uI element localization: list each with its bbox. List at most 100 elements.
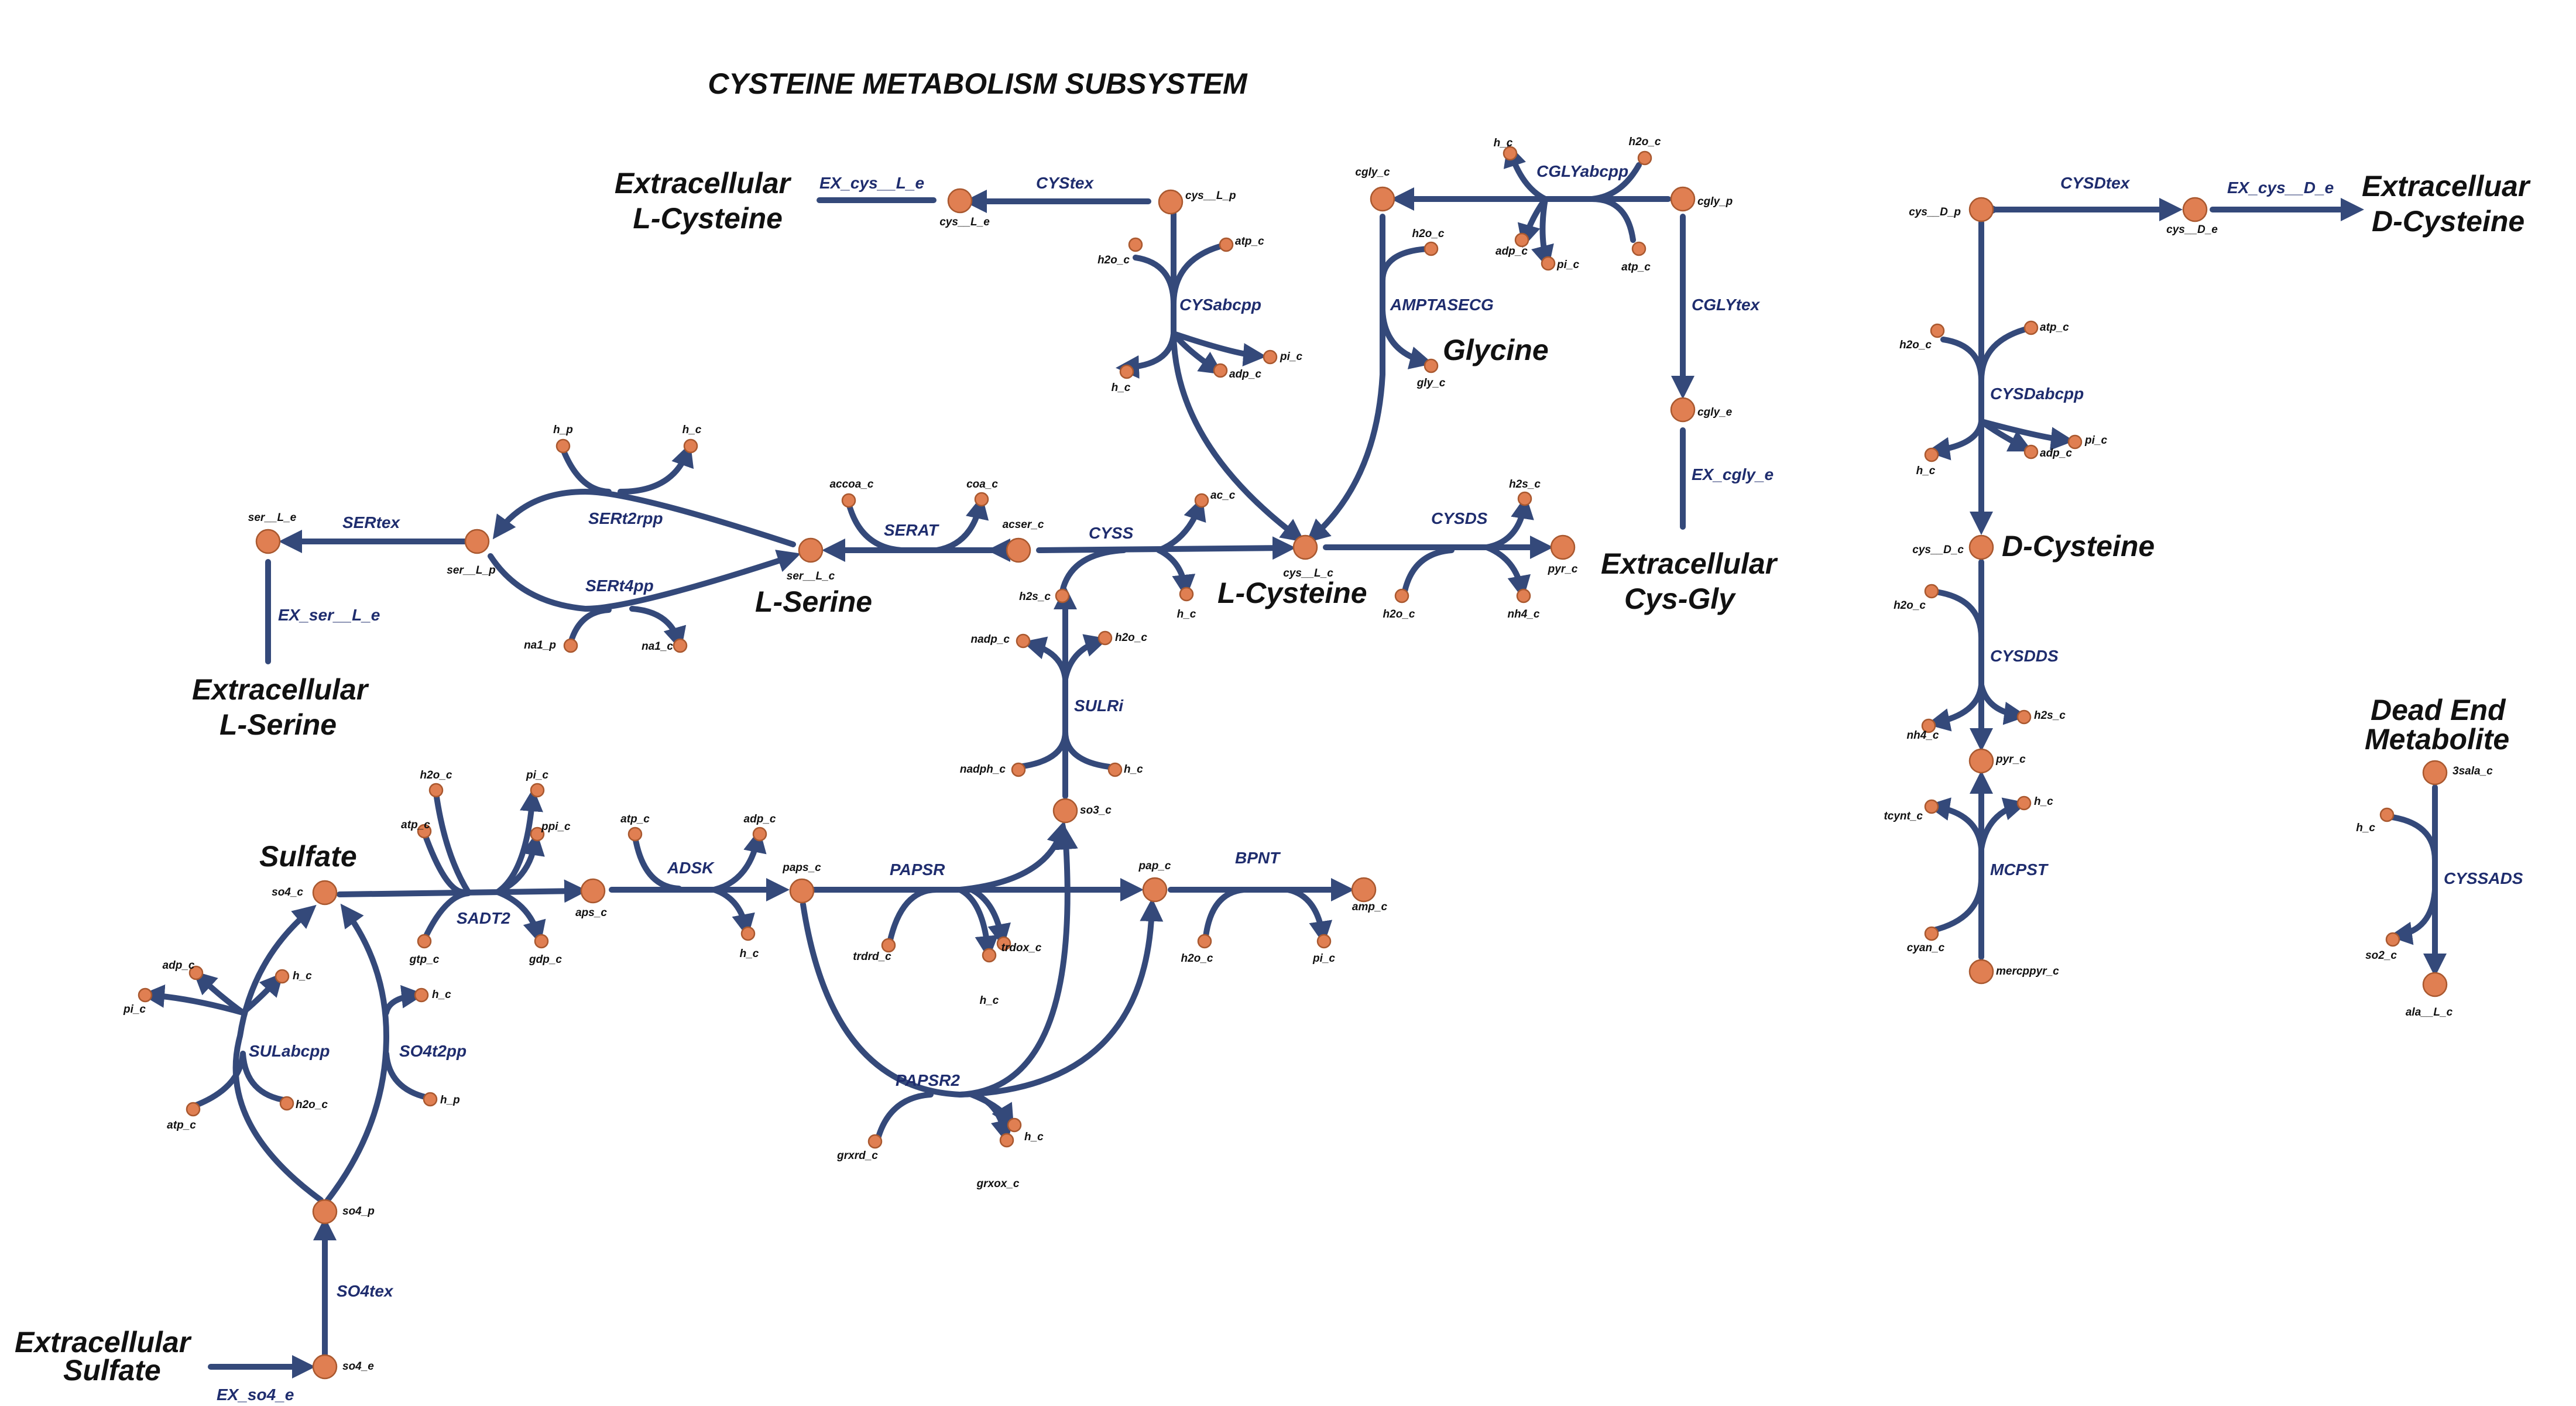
rxn-sertex[interactable]: SERtex <box>342 513 400 531</box>
node-adp-c-cgly[interactable] <box>1514 232 1529 248</box>
rxn-ex-cys-l-e[interactable]: EX_cys__L_e <box>819 174 924 192</box>
rxn-sadt2[interactable]: SADT2 <box>457 909 510 927</box>
edge-serat[interactable] <box>821 495 1010 562</box>
node-grxox-c[interactable] <box>999 1133 1014 1148</box>
node-h-c-adsk[interactable] <box>740 926 756 941</box>
node-cys-d-c[interactable] <box>1968 534 1994 560</box>
node-h-c-cyss[interactable] <box>1179 587 1194 602</box>
rxn-ex-cys-d-e[interactable]: EX_cys__D_e <box>2227 179 2334 197</box>
node-pi-c-cysdabc[interactable] <box>2067 434 2083 450</box>
node-nadph-c[interactable] <box>1011 762 1026 777</box>
node-mercppyr-c[interactable] <box>1968 959 1994 985</box>
edge-sert2rpp[interactable] <box>492 443 796 547</box>
node-h2o-c-cysdabc[interactable] <box>1930 323 1945 338</box>
node-so4-p[interactable] <box>312 1199 338 1225</box>
node-nh4-c-cysds[interactable] <box>1516 588 1531 603</box>
node-ac-c[interactable] <box>1194 493 1209 508</box>
rxn-serat[interactable]: SERAT <box>884 521 940 539</box>
rxn-cysds[interactable]: CYSDS <box>1431 509 1488 527</box>
node-adp-c-adsk[interactable] <box>752 827 767 842</box>
rxn-amptasecg[interactable]: AMPTASECG <box>1390 296 1494 314</box>
rxn-sulri[interactable]: SULRi <box>1074 697 1124 715</box>
node-h-c-sert2[interactable] <box>683 438 698 454</box>
node-so2-c[interactable] <box>2385 932 2400 947</box>
node-cys-d-p[interactable] <box>1968 197 1994 222</box>
rxn-papsr[interactable]: PAPSR <box>890 860 945 879</box>
rxn-cysdabcpp[interactable]: CYSDabcpp <box>1990 385 2084 403</box>
node-ala-l-c[interactable] <box>2422 972 2448 997</box>
node-cgly-e[interactable] <box>1670 397 1696 423</box>
node-atp-c-sul[interactable] <box>186 1102 201 1117</box>
node-paps-c[interactable] <box>789 878 815 904</box>
node-trdox-c[interactable] <box>996 936 1011 951</box>
rxn-adsk[interactable]: ADSK <box>667 859 715 877</box>
node-h2o-c-sadt[interactable] <box>428 783 444 798</box>
node-h2s-c-cysdds[interactable] <box>2016 709 2032 725</box>
node-h-p-so4t[interactable] <box>423 1092 438 1107</box>
edge-cyss[interactable] <box>1036 496 1296 598</box>
node-aps-c[interactable] <box>580 878 606 904</box>
node-adp-c-sul[interactable] <box>188 965 204 980</box>
node-pi-c-sul[interactable] <box>138 987 153 1003</box>
node-cgly-c[interactable] <box>1370 186 1395 212</box>
node-ppi-c[interactable] <box>530 827 545 842</box>
rxn-ex-ser-l-e[interactable]: EX_ser__L_e <box>278 606 380 624</box>
node-h2o-c-sul[interactable] <box>279 1096 294 1111</box>
node-h2o-c-cysabc[interactable] <box>1128 237 1143 252</box>
node-gdp-c[interactable] <box>534 934 549 949</box>
rxn-cglytex[interactable]: CGLYtex <box>1692 296 1761 314</box>
node-cys-l-p[interactable] <box>1158 189 1184 215</box>
node-acser-c[interactable] <box>1006 537 1031 563</box>
rxn-cystex[interactable]: CYStex <box>1036 174 1094 192</box>
edge-papsr2[interactable] <box>800 826 1164 1144</box>
node-sala-c[interactable] <box>2422 760 2448 786</box>
edge-so4t2pp[interactable] <box>325 903 430 1203</box>
edge-cysdds[interactable] <box>1926 559 2028 752</box>
node-cys-l-c[interactable] <box>1292 534 1318 560</box>
node-h-c-papsr2[interactable] <box>1007 1117 1022 1133</box>
edge-sert4pp[interactable] <box>488 550 801 651</box>
rxn-mcpst[interactable]: MCPST <box>1990 860 2049 879</box>
node-pi-c-cysabc[interactable] <box>1263 349 1278 365</box>
edge-amptasecg[interactable] <box>1306 214 1433 543</box>
node-h2o-c-sulr[interactable] <box>1097 630 1113 646</box>
node-ser-l-p[interactable] <box>464 529 490 554</box>
node-cys-d-e[interactable] <box>2182 197 2208 222</box>
node-h2o-c-cysds[interactable] <box>1394 588 1409 603</box>
node-pi-c-bpnt[interactable] <box>1316 934 1332 949</box>
node-h-c-cysdabc[interactable] <box>1924 447 1939 462</box>
rxn-sert2rpp[interactable]: SERt2rpp <box>588 509 663 527</box>
edge-cysds[interactable] <box>1323 495 1554 599</box>
edge-cysabcpp[interactable] <box>1116 211 1305 543</box>
edge-sulabcpp[interactable] <box>141 904 324 1203</box>
node-ser-l-e[interactable] <box>255 529 281 554</box>
edge-mcpst[interactable] <box>1926 770 2028 960</box>
node-atp-c-cgly[interactable] <box>1631 241 1647 256</box>
node-cyan-c[interactable] <box>1924 926 1939 941</box>
node-tcynt-c[interactable] <box>1924 799 1939 814</box>
node-pap-c[interactable] <box>1142 877 1168 903</box>
edge-cysdabcpp[interactable] <box>1926 220 2074 536</box>
node-grxrd-c[interactable] <box>867 1134 883 1149</box>
node-atp-c-cysdabc[interactable] <box>2023 320 2039 335</box>
node-so4-e[interactable] <box>312 1354 338 1380</box>
rxn-ex-so4-e[interactable]: EX_so4_e <box>217 1386 294 1404</box>
node-so3-c[interactable] <box>1052 798 1078 824</box>
node-atp-c-cysabc[interactable] <box>1219 237 1234 252</box>
rxn-bpnt[interactable]: BPNT <box>1235 849 1281 867</box>
node-nh4-c-cysdds[interactable] <box>1921 718 1936 733</box>
node-h-c-sulr[interactable] <box>1107 762 1123 777</box>
node-h2s-c-cysds[interactable] <box>1517 491 1532 506</box>
rxn-cyss[interactable]: CYSS <box>1089 524 1134 542</box>
rxn-so4tex[interactable]: SO4tex <box>337 1282 394 1300</box>
node-h-c-cgly[interactable] <box>1503 146 1518 161</box>
node-gtp-c[interactable] <box>417 934 432 949</box>
node-h-c-so4t[interactable] <box>414 987 429 1003</box>
node-na1-c[interactable] <box>673 638 688 653</box>
node-pyr-c[interactable] <box>1550 534 1576 560</box>
node-h-c-papsr[interactable] <box>982 948 997 963</box>
rxn-sert4pp[interactable]: SERt4pp <box>585 577 654 595</box>
node-trdrd-c[interactable] <box>881 938 896 953</box>
rxn-papsr2[interactable]: PAPSR2 <box>896 1071 960 1089</box>
rxn-cysdds[interactable]: CYSDDS <box>1990 647 2059 665</box>
